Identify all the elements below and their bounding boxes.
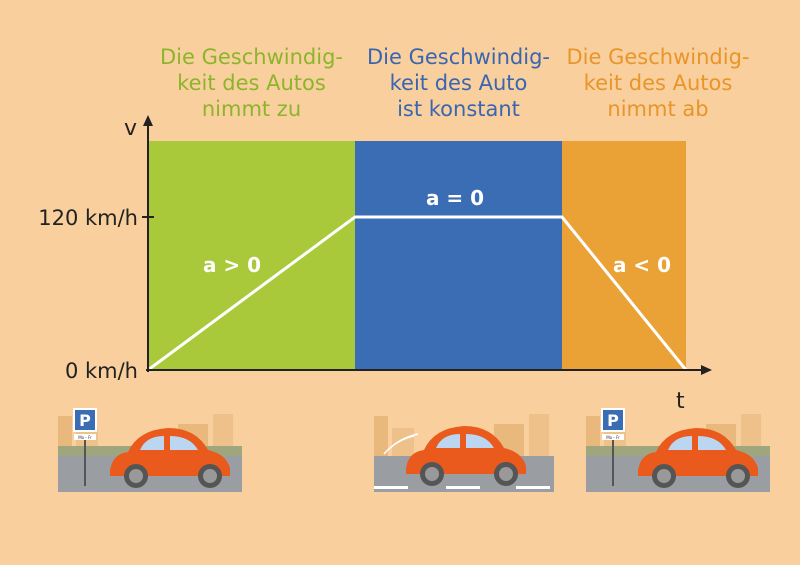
annotation-accelerating: a > 0 <box>203 253 261 277</box>
parking-sign-hours: Mo - Fr <box>78 435 92 440</box>
parking-sign-letter: P <box>79 411 91 430</box>
x-axis-arrow <box>701 365 712 375</box>
y-tick-label-0: 0 km/h <box>65 359 138 383</box>
annotation-constant: a = 0 <box>426 186 484 210</box>
parking-sign-icon <box>601 408 625 432</box>
y-tick-label-120: 120 km/h <box>38 206 138 230</box>
parking-sign-hours: Mo - Fr <box>606 435 620 440</box>
y-axis-arrow <box>143 115 153 126</box>
y-axis-label: v <box>124 116 137 141</box>
phase-decelerating <box>562 141 686 370</box>
phase-constant <box>355 141 562 370</box>
phase-accelerating <box>148 141 355 370</box>
heading-constant: Die Geschwindig- keit des Auto ist konst… <box>367 45 550 121</box>
parking-sign-icon <box>73 408 97 432</box>
car-scene-driving <box>374 414 554 492</box>
parking-sign-letter: P <box>607 411 619 430</box>
velocity-line <box>147 215 688 372</box>
car-scene-parked-left: P Mo - Fr <box>58 408 242 492</box>
x-axis-label: t <box>676 389 685 414</box>
heading-decelerating: Die Geschwindig- keit des Autos nimmt ab <box>566 45 750 121</box>
heading-accelerating: Die Geschwindig- keit des Autos nimmt zu <box>160 45 343 121</box>
annotation-decelerating: a < 0 <box>613 253 671 277</box>
car-scene-parked-right: P Mo - Fr <box>586 408 770 492</box>
